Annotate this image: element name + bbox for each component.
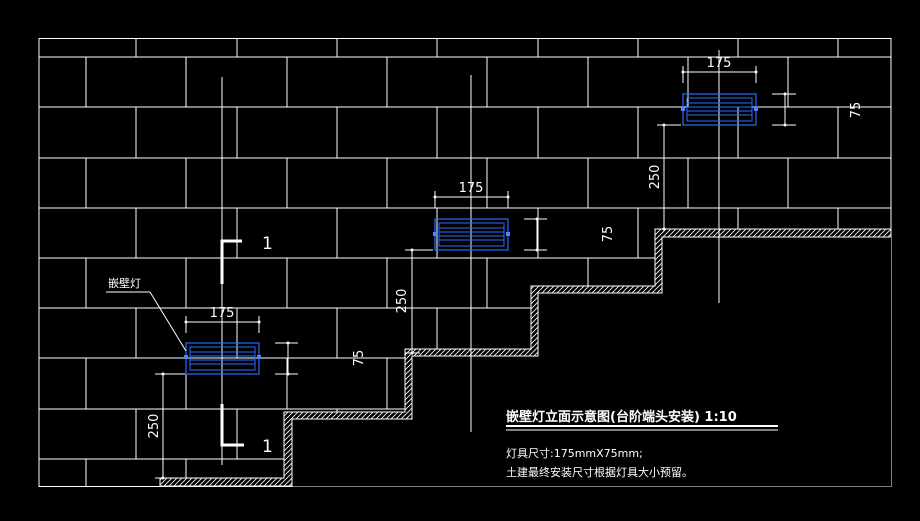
note-line-1: 灯具尺寸:175mmX75mm; bbox=[506, 446, 643, 460]
lamp2-width-text: 175 bbox=[459, 181, 484, 196]
section-number-bottom: 1 bbox=[262, 437, 273, 457]
lamp1-width-text: 175 bbox=[210, 306, 235, 321]
stair-void bbox=[292, 237, 891, 487]
lamp3-height-text: 75 bbox=[849, 102, 864, 119]
drawing-title: 嵌壁灯立面示意图(台阶端头安装) 1:10 bbox=[506, 409, 737, 425]
note-line-2: 土建最终安装尺寸根据灯具大小预留。 bbox=[506, 465, 693, 479]
section-number-top: 1 bbox=[262, 234, 273, 254]
dimension-ticks bbox=[161, 70, 787, 480]
lamp3-width-text: 175 bbox=[707, 56, 732, 71]
wall-lamp-1 bbox=[184, 342, 261, 375]
wall-lamp-2 bbox=[433, 218, 510, 251]
stair-profile-hatch bbox=[159, 228, 892, 487]
fixture-leader bbox=[106, 291, 187, 352]
fixture-label: 嵌壁灯 bbox=[108, 276, 141, 290]
lamp1-mount-text: 250 bbox=[147, 414, 162, 439]
section-mark-top bbox=[220, 239, 242, 284]
title-underline bbox=[506, 425, 778, 431]
lamp3-mount-text: 250 bbox=[648, 165, 663, 190]
lamp2-height-text: 75 bbox=[601, 226, 616, 243]
lamp1-height-text: 75 bbox=[352, 350, 367, 367]
section-mark-bottom bbox=[220, 404, 244, 447]
lamp2-mount-text: 250 bbox=[395, 289, 410, 314]
wall-lamp-3 bbox=[681, 93, 758, 126]
